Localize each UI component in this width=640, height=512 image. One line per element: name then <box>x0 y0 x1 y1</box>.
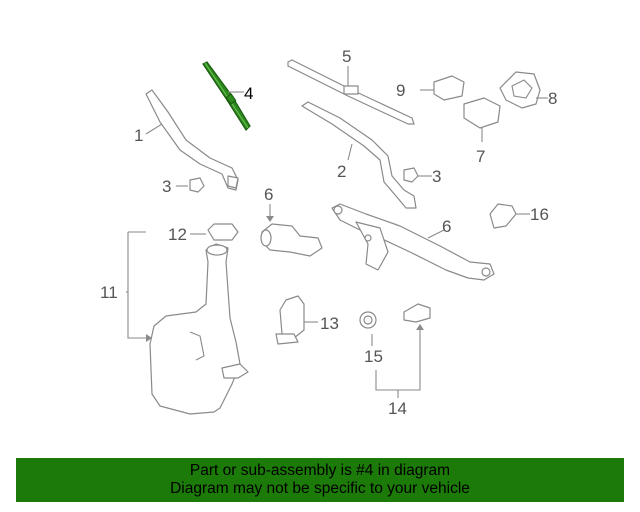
part-7-wiper-motor[interactable] <box>260 223 323 257</box>
callout-13: 13 <box>320 314 339 333</box>
part-3-cap-right[interactable] <box>403 167 419 183</box>
part-10-bracket[interactable] <box>433 75 465 101</box>
callout-3-left: 3 <box>162 177 171 196</box>
callout-9: 8 <box>548 89 557 108</box>
part-6-wiper-linkage[interactable] <box>331 203 495 281</box>
part-4-wiper-blade[interactable] <box>202 61 251 131</box>
callout-3-right: 3 <box>432 167 441 186</box>
banner-line-disclaimer: Diagram may not be specific to your vehi… <box>170 480 470 497</box>
part-1-wiper-arm-left[interactable] <box>145 89 239 191</box>
callout-4: 4 <box>244 84 253 103</box>
part-12-reservoir-cap[interactable] <box>207 223 239 241</box>
part-2-wiper-arm-right[interactable] <box>301 101 417 209</box>
part-5-wiper-blade-right[interactable] <box>287 59 415 125</box>
part-8-block[interactable] <box>463 97 501 129</box>
part-11-washer-reservoir[interactable] <box>149 243 249 415</box>
part-15-nozzle[interactable] <box>359 311 377 329</box>
part-9-cover[interactable] <box>499 71 541 109</box>
part-13-washer-pump[interactable] <box>275 295 305 345</box>
callout-7: 6 <box>264 185 273 204</box>
callout-10: 9 <box>396 81 405 100</box>
callout-11: 11 <box>100 283 118 302</box>
part-16-clip[interactable] <box>489 203 517 229</box>
callout-8: 7 <box>476 147 485 166</box>
banner-line-part: Part or sub-assembly is #4 in diagram <box>189 462 451 479</box>
info-banner: Part or sub-assembly is #4 in diagram Di… <box>16 458 624 502</box>
callout-15: 15 <box>364 347 383 366</box>
part-3-cap-left[interactable] <box>189 177 205 193</box>
callout-12: 12 <box>168 225 187 244</box>
callout-1: 1 <box>134 126 143 145</box>
callout-16: 16 <box>530 205 549 224</box>
callout-14: 14 <box>388 399 407 418</box>
callout-5: 5 <box>342 47 351 66</box>
callout-6: 6 <box>442 217 451 236</box>
parts-diagram: 4 1 3 5 2 3 9 8 7 16 <box>100 47 557 418</box>
callout-2: 2 <box>337 162 346 181</box>
part-14-jet-nozzle[interactable] <box>403 303 431 323</box>
